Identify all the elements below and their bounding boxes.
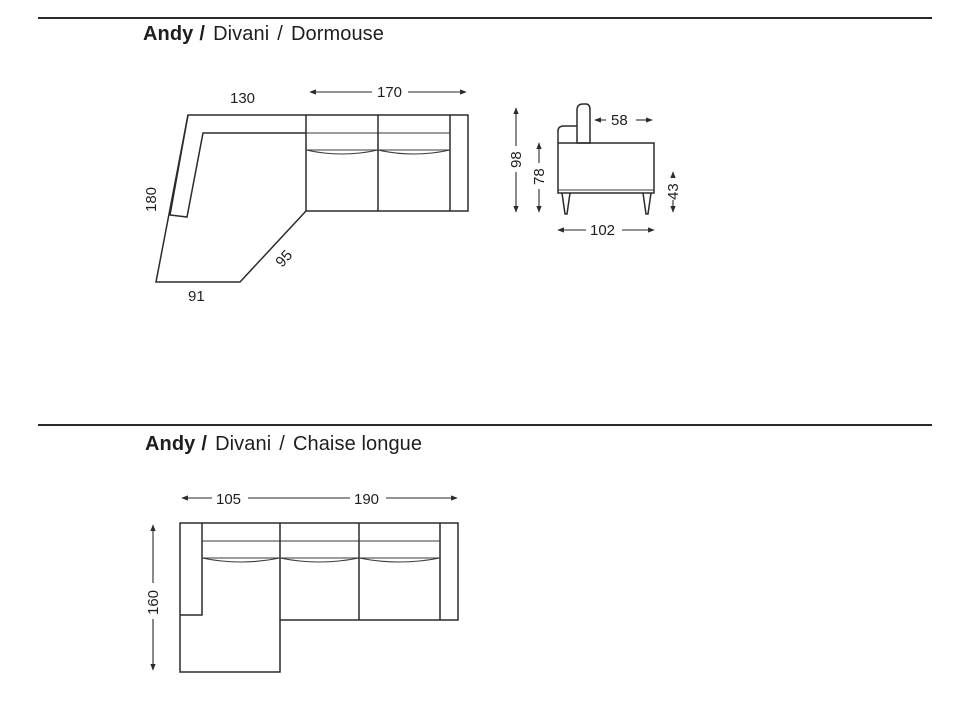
sofa-side-view: 98 78 58 43 102 (508, 103, 682, 239)
model-name: Dormouse (290, 23, 384, 45)
corner-sofa-top-view: 130 170 180 95 91 (143, 84, 469, 305)
section-title-chaise-longue: Andy/Divani/Chaise longue (145, 433, 422, 456)
chaise-cushion-curve-2 (279, 557, 360, 563)
chaise-cushion-curve-1 (201, 557, 281, 563)
corner-sofa-seat-cushion-right (377, 149, 451, 155)
corner-sofa-left-arm (169, 114, 306, 218)
side-back-cushion (557, 125, 577, 143)
section-divider-top (38, 17, 932, 19)
chaise-sofa-top-view: 105 190 160 (145, 491, 459, 673)
chaise-sofa-left-arm (180, 523, 203, 616)
dim-label-190: 190 (354, 491, 379, 508)
chaise-cushion-curve-3 (358, 557, 441, 563)
side-body (557, 142, 655, 194)
category-name: Divani (213, 23, 270, 45)
chaise-sofa-outline (179, 522, 459, 673)
dim-label-98: 98 (508, 151, 525, 168)
dim-label-43: 43 (665, 183, 682, 200)
section-title-dormouse: Andy/Divani/Dormouse (143, 23, 384, 46)
dim-label-160: 160 (145, 590, 162, 615)
dim-label-170: 170 (377, 84, 402, 101)
side-backrest (576, 103, 591, 144)
dim-label-95: 95 (272, 247, 296, 271)
title-separator: / (279, 433, 285, 455)
dim-label-91: 91 (188, 288, 205, 305)
dim-label-130: 130 (230, 90, 255, 107)
title-slash: / (201, 433, 208, 455)
side-leg-back (642, 192, 652, 215)
category-name: Divani (215, 433, 272, 455)
section-divider-bottom (38, 424, 932, 426)
brand-name: Andy (143, 23, 194, 45)
title-separator: / (277, 23, 283, 45)
dim-label-102: 102 (590, 222, 615, 239)
title-slash: / (199, 23, 206, 45)
model-name: Chaise longue (292, 433, 423, 455)
dim-label-58: 58 (611, 112, 628, 129)
brand-name: Andy (145, 433, 196, 455)
side-leg-front (561, 192, 571, 215)
dim-label-180: 180 (143, 187, 160, 212)
dim-label-78: 78 (531, 168, 548, 185)
corner-sofa-outline (155, 114, 469, 283)
dim-label-105: 105 (216, 491, 241, 508)
corner-sofa-seat-cushion-left (305, 149, 379, 155)
